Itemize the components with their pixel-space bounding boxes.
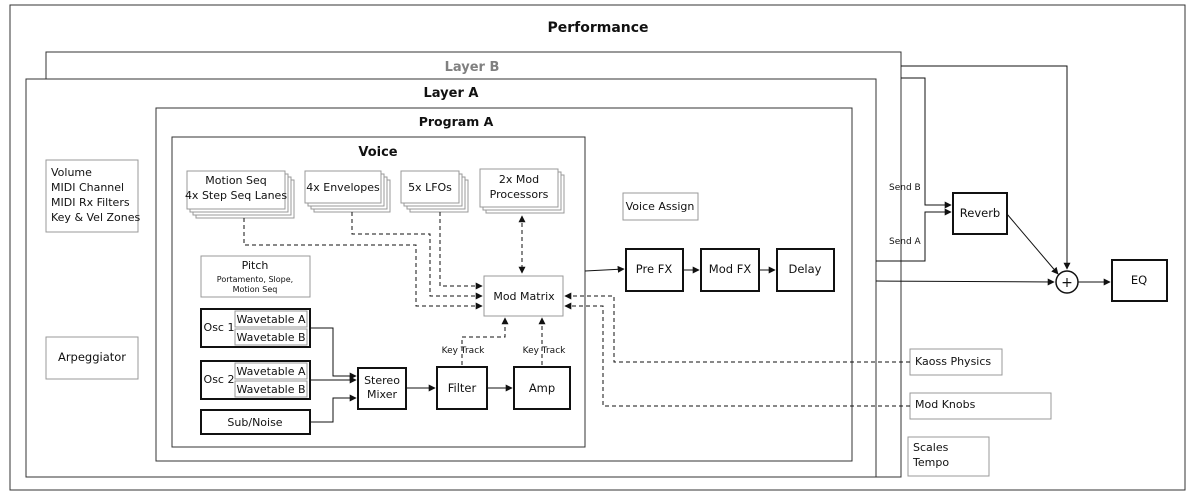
voice-assign-label: Voice Assign — [626, 200, 695, 213]
mod-knobs-label: Mod Knobs — [915, 398, 976, 411]
motion-seq-stack: Motion Seq 4x Step Seq Lanes — [185, 170, 295, 219]
osc2-wavetable-b-label: Wavetable B — [236, 383, 305, 396]
scales-tempo-box — [907, 436, 990, 477]
osc2-wavetable-a-label: Wavetable A — [236, 365, 306, 378]
reverb-box — [952, 192, 1008, 235]
stereo-mixer-sublabel: Mixer — [367, 388, 397, 401]
modulation-connections — [243, 212, 910, 407]
layer-a-title: Layer A — [424, 86, 479, 101]
voice-assign-box — [622, 192, 699, 221]
stereo-mixer-box — [357, 367, 407, 410]
pitch-detail-2: Motion Seq — [233, 285, 278, 294]
envelopes-stack: 4x Envelopes — [304, 170, 391, 213]
lfos-stack: 5x LFOs — [400, 170, 469, 213]
send-b-label: Send B — [889, 183, 921, 193]
motion-seq-sublabel: 4x Step Seq Lanes — [185, 189, 287, 202]
osc1-wavetable-b-label: Wavetable B — [236, 331, 305, 344]
pre-fx-box — [625, 248, 684, 292]
amp-box — [513, 366, 571, 410]
filter-label: Filter — [448, 381, 477, 395]
osc1-wavetable-b — [234, 328, 308, 346]
layer-settings-box — [45, 159, 139, 233]
performance-title: Performance — [547, 20, 648, 36]
osc1-wavetable-a — [234, 310, 308, 328]
mod-matrix-box — [483, 275, 564, 317]
key-track-filter-label: Key Track — [442, 346, 486, 356]
osc2-label: Osc 2 — [204, 373, 235, 386]
layer-b-title: Layer B — [445, 60, 500, 75]
mod-knobs-box — [909, 392, 1052, 420]
scales-tempo-label-1: Scales — [913, 441, 949, 454]
reverb-label: Reverb — [960, 206, 1000, 220]
osc1-wavetable-a-label: Wavetable A — [236, 313, 306, 326]
eq-box — [1111, 259, 1168, 302]
summing-symbol: + — [1061, 275, 1073, 291]
program-a-title: Program A — [419, 114, 494, 129]
kaoss-physics-label: Kaoss Physics — [915, 355, 991, 368]
envelopes-label: 4x Envelopes — [306, 181, 380, 194]
pitch-detail-1: Portamento, Slope, — [217, 275, 293, 284]
osc1-label: Osc 1 — [204, 321, 235, 334]
sub-noise-label: Sub/Noise — [227, 416, 282, 429]
lfos-label: 5x LFOs — [408, 181, 452, 194]
osc2-wavetable-b — [234, 380, 308, 398]
motion-seq-label: Motion Seq — [205, 174, 267, 187]
mod-processors-stack: 2x Mod Processors — [479, 168, 565, 214]
osc2-wavetable-a — [234, 362, 308, 380]
layer-setting-midi-rx-filters: MIDI Rx Filters — [51, 196, 130, 209]
voice-title: Voice — [358, 145, 397, 160]
key-track-amp-label: Key Track — [523, 346, 567, 356]
scales-tempo-label-2: Tempo — [912, 456, 949, 469]
filter-box — [436, 366, 488, 410]
send-a-label: Send A — [889, 237, 922, 247]
pitch-label: Pitch — [242, 259, 269, 272]
stereo-mixer-label: Stereo — [364, 374, 400, 387]
arpeggiator-label: Arpeggiator — [58, 350, 126, 364]
layer-setting-volume: Volume — [51, 166, 92, 179]
pitch-box — [200, 255, 311, 298]
pre-fx-label: Pre FX — [636, 262, 673, 276]
arpeggiator-box — [45, 336, 139, 380]
mod-processors-sublabel: Processors — [490, 188, 549, 201]
eq-label: EQ — [1131, 273, 1147, 287]
layer-setting-midi-channel: MIDI Channel — [51, 181, 124, 194]
layer-setting-key-vel-zones: Key & Vel Zones — [51, 211, 141, 224]
signal-connections — [310, 65, 1111, 423]
amp-label: Amp — [529, 381, 555, 395]
delay-box — [776, 248, 835, 292]
mod-processors-label: 2x Mod — [499, 173, 539, 186]
mod-fx-box — [700, 248, 760, 292]
mod-fx-label: Mod FX — [709, 262, 752, 276]
delay-label: Delay — [789, 262, 822, 276]
mod-matrix-label: Mod Matrix — [493, 290, 555, 303]
